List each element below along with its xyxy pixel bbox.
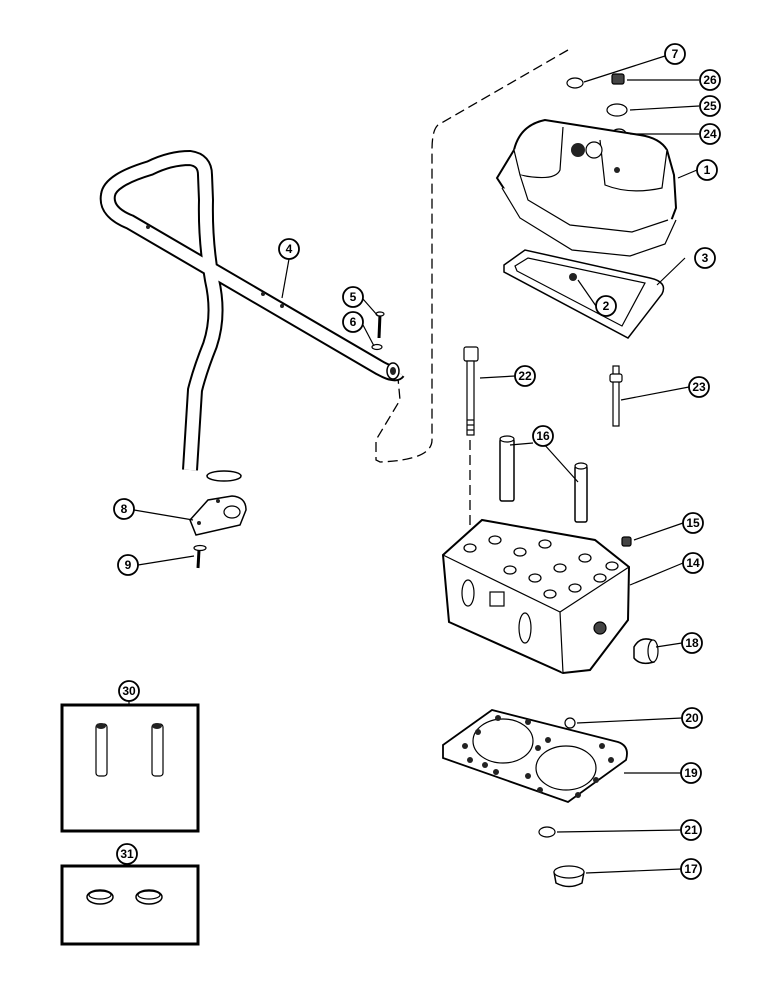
stud-23 <box>609 365 623 427</box>
assembly-dashed-line <box>375 49 569 463</box>
callout-18-label: 18 <box>685 636 699 650</box>
kit-31-box <box>60 864 200 946</box>
valve-cover <box>495 118 678 257</box>
callout-14-label: 14 <box>686 556 700 570</box>
callout-5: 5 <box>342 286 364 308</box>
callout-2-label: 2 <box>603 299 610 313</box>
callout-15-label: 15 <box>686 516 700 530</box>
callout-8: 8 <box>113 498 135 520</box>
callout-21-label: 21 <box>684 823 698 837</box>
callout-21: 21 <box>680 819 702 841</box>
callout-8-label: 8 <box>121 502 128 516</box>
callout-30: 30 <box>118 680 140 702</box>
callout-5-label: 5 <box>350 290 357 304</box>
cylinder-head <box>441 518 631 675</box>
callout-26-label: 26 <box>703 73 717 87</box>
callout-23: 23 <box>688 376 710 398</box>
callout-17: 17 <box>680 858 702 880</box>
callout-26: 26 <box>699 69 721 91</box>
callout-1-label: 1 <box>704 163 711 177</box>
callout-22: 22 <box>514 365 536 387</box>
callout-3: 3 <box>694 247 716 269</box>
callout-2: 2 <box>595 295 617 317</box>
callout-16-label: 16 <box>536 429 550 443</box>
breather-tube <box>99 149 405 482</box>
nut-26 <box>611 73 625 85</box>
callout-23-label: 23 <box>692 380 706 394</box>
callout-19: 19 <box>680 762 702 784</box>
callout-31-label: 31 <box>120 847 134 861</box>
screw-and-washer <box>371 311 385 351</box>
sleeves-16 <box>499 435 588 523</box>
callout-24-label: 24 <box>703 127 717 141</box>
cup-plug-18 <box>633 638 659 665</box>
callout-1: 1 <box>696 159 718 181</box>
valve-cover-gasket <box>503 249 665 339</box>
callout-22-label: 22 <box>518 369 532 383</box>
leader-lines <box>133 55 700 874</box>
callout-20-label: 20 <box>685 711 699 725</box>
callout-31: 31 <box>116 843 138 865</box>
callout-7: 7 <box>664 43 686 65</box>
head-gasket-19 <box>442 709 628 804</box>
bracket-plate <box>189 495 247 536</box>
callout-9-label: 9 <box>125 558 132 572</box>
callout-15: 15 <box>682 512 704 534</box>
callout-17-label: 17 <box>684 862 698 876</box>
callout-3-label: 3 <box>702 251 709 265</box>
kit-30-box <box>60 703 200 833</box>
callout-25: 25 <box>699 95 721 117</box>
washer-21 <box>538 826 556 838</box>
callout-18: 18 <box>681 632 703 654</box>
callout-19-label: 19 <box>684 766 698 780</box>
bracket-screw <box>193 544 207 569</box>
washer-7 <box>566 77 584 89</box>
callout-4-label: 4 <box>286 242 293 256</box>
callout-30-label: 30 <box>122 684 136 698</box>
ring-17 <box>553 865 585 888</box>
callout-25-label: 25 <box>703 99 717 113</box>
callout-16: 16 <box>532 425 554 447</box>
callout-7-label: 7 <box>672 47 679 61</box>
plug-15 <box>621 536 632 547</box>
o-ring-20 <box>564 717 576 729</box>
head-bolt-22 <box>463 346 479 436</box>
callout-9: 9 <box>117 554 139 576</box>
grommet-25 <box>606 103 628 117</box>
grommet-2 <box>569 273 577 281</box>
callout-24: 24 <box>699 123 721 145</box>
callout-4: 4 <box>278 238 300 260</box>
callout-20: 20 <box>681 707 703 729</box>
callout-6-label: 6 <box>350 315 357 329</box>
callout-14: 14 <box>682 552 704 574</box>
callout-6: 6 <box>342 311 364 333</box>
